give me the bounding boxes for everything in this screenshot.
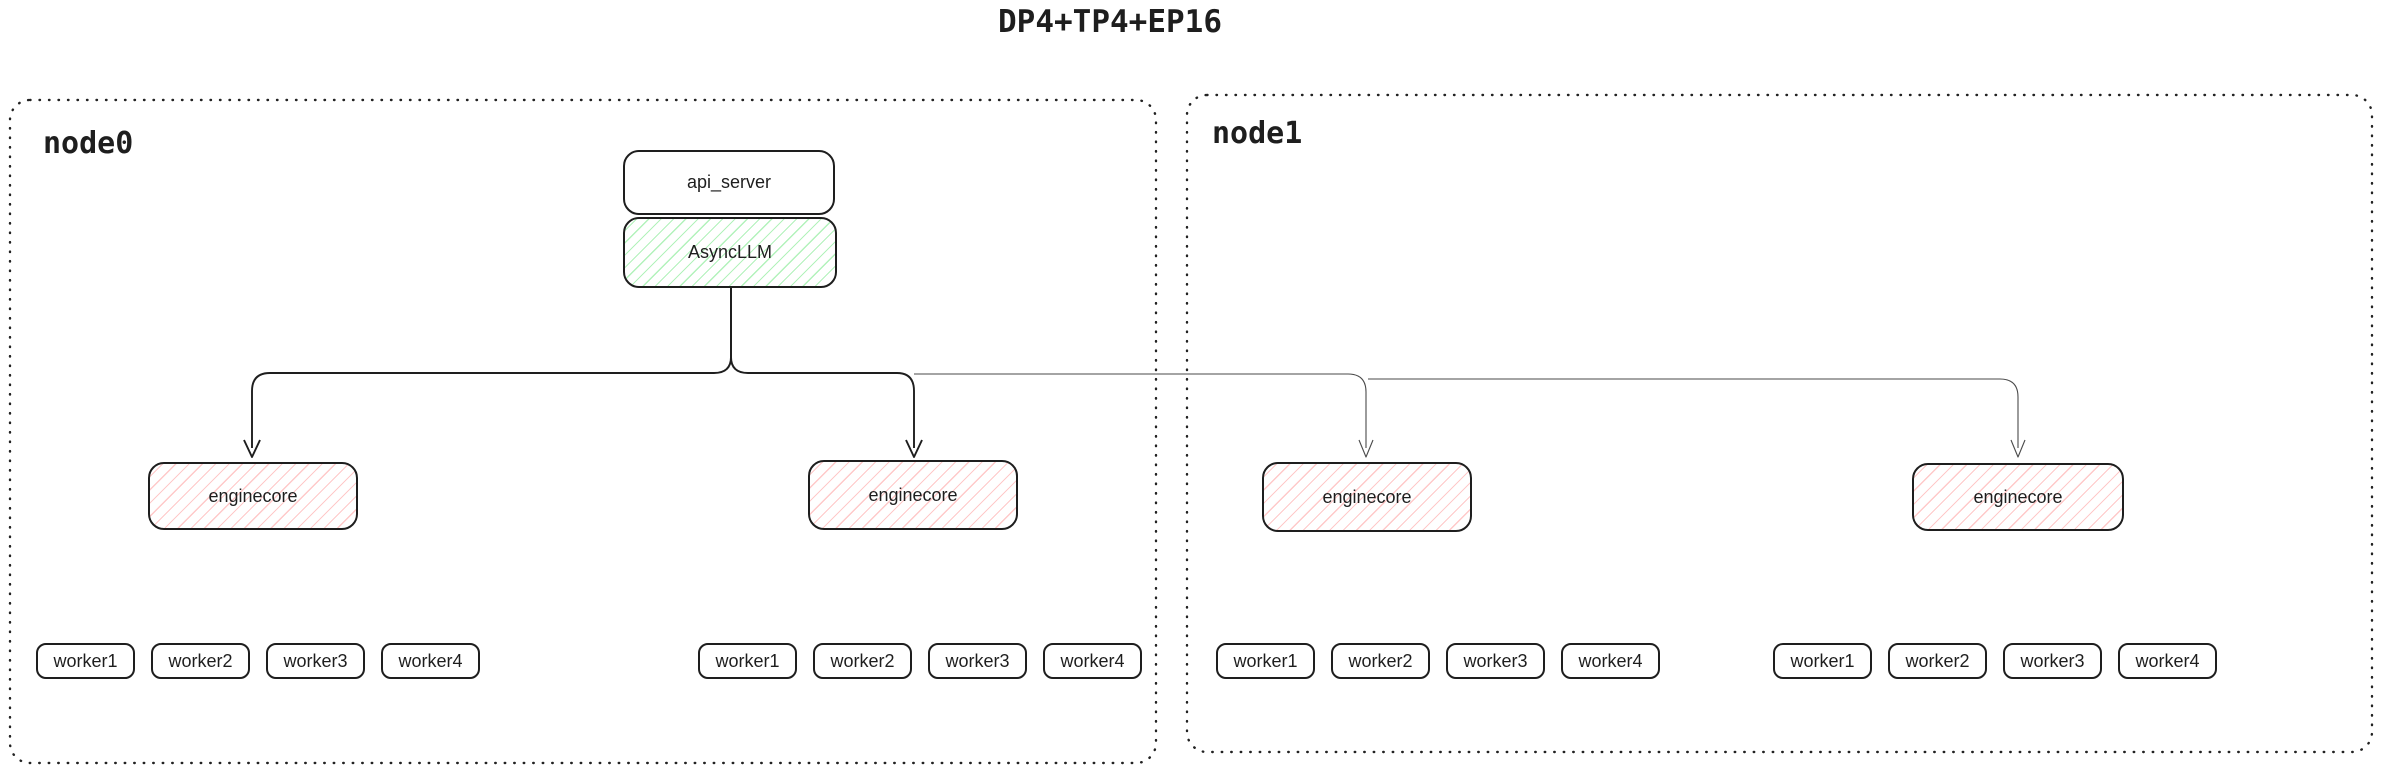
worker-box: worker3 — [1446, 643, 1545, 679]
node0-label: node0 — [43, 126, 134, 161]
arrow-asyncllm-to-enginecore3 — [914, 373, 1367, 448]
worker-box: worker3 — [266, 643, 365, 679]
arrowhead-enginecore1 — [243, 439, 261, 458]
arrow-asyncllm-to-enginecore4 — [1368, 378, 2019, 448]
worker-box: worker4 — [381, 643, 480, 679]
worker-box: worker4 — [1043, 643, 1142, 679]
arrow-asyncllm-to-enginecore1 — [251, 288, 732, 448]
arrow-asyncllm-to-enginecore2 — [730, 288, 915, 448]
asyncllm-box: AsyncLLM — [623, 217, 837, 288]
node1-label: node1 — [1212, 116, 1303, 151]
enginecore-box: enginecore — [808, 460, 1018, 530]
arrowhead-enginecore3 — [1358, 439, 1374, 458]
worker-box: worker1 — [698, 643, 797, 679]
worker-box: worker4 — [1561, 643, 1660, 679]
enginecore-box: enginecore — [148, 462, 358, 530]
worker-box: worker1 — [36, 643, 135, 679]
worker-box: worker1 — [1773, 643, 1872, 679]
diagram-title: DP4+TP4+EP16 — [998, 4, 1222, 40]
arrowhead-enginecore2 — [905, 439, 923, 458]
worker-box: worker1 — [1216, 643, 1315, 679]
enginecore-box: enginecore — [1912, 463, 2124, 531]
worker-box: worker3 — [2003, 643, 2102, 679]
api-server-box: api_server — [623, 150, 835, 215]
worker-box: worker2 — [151, 643, 250, 679]
enginecore-box: enginecore — [1262, 462, 1472, 532]
arrowhead-enginecore4 — [2010, 439, 2026, 458]
worker-box: worker2 — [1888, 643, 1987, 679]
worker-box: worker4 — [2118, 643, 2217, 679]
worker-box: worker2 — [1331, 643, 1430, 679]
node0-border — [8, 98, 1158, 765]
worker-box: worker2 — [813, 643, 912, 679]
worker-box: worker3 — [928, 643, 1027, 679]
